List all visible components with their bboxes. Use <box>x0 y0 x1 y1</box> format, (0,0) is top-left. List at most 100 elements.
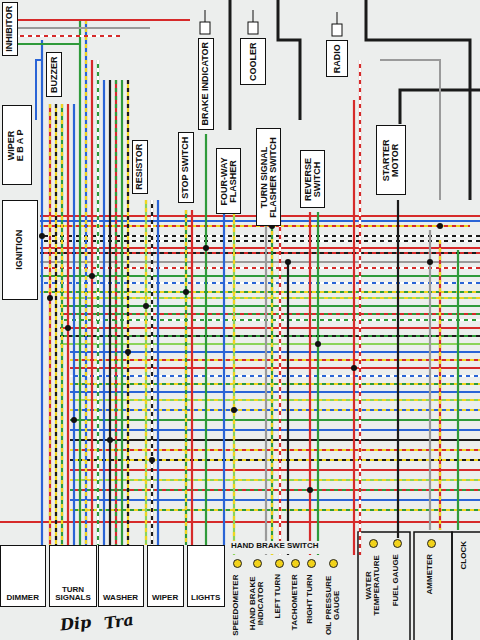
wire <box>317 212 319 555</box>
wire <box>265 215 267 555</box>
wire-stripe <box>55 104 57 545</box>
wire <box>16 35 120 37</box>
plug-symbol <box>332 24 342 36</box>
handwritten-note: Tra <box>103 610 135 633</box>
gauge-label: AMMETER <box>424 538 439 600</box>
component-label: RESISTOR <box>135 144 144 190</box>
wire <box>70 489 480 491</box>
wire-stripe <box>70 375 480 377</box>
wire <box>127 80 129 545</box>
wire <box>70 409 480 411</box>
wire <box>309 212 311 555</box>
lamp-symbol <box>369 539 378 548</box>
wire <box>103 80 105 545</box>
wire-stripe <box>115 80 117 545</box>
label-block: STARTER MOTOR <box>382 130 401 190</box>
junction-dot <box>107 437 113 443</box>
wire <box>70 429 480 431</box>
component-label: RADIO <box>332 44 341 73</box>
lamp-symbol <box>275 559 284 568</box>
wire <box>115 80 117 545</box>
wire-stripe <box>40 252 480 254</box>
component-label: BRAKE INDICATOR <box>201 42 210 126</box>
gauge-label: HAND BRAKE INDICATOR <box>246 558 269 637</box>
component-label: HAND BRAKE SWITCH <box>231 542 319 550</box>
component-label: WIPER <box>152 594 178 602</box>
gauge-housings <box>358 532 480 640</box>
wire <box>40 261 480 263</box>
component-label: TURN SIGNAL FLASHER SWITCH <box>259 132 278 222</box>
wire <box>70 367 480 369</box>
label-block: BUZZER <box>49 56 58 93</box>
component-label: INHIBITOR <box>5 6 14 52</box>
lamp-symbol <box>427 539 436 548</box>
wire <box>233 212 235 555</box>
component-label: LEFT TURN <box>274 574 282 618</box>
component-box: CLOCK <box>458 538 473 575</box>
label-block: CLOCK <box>460 541 468 569</box>
wire <box>151 200 153 545</box>
component-label: RIGHT TURN <box>306 574 314 623</box>
label-block: WATER TEMPERATURE <box>364 554 381 616</box>
wire <box>70 359 480 361</box>
wire <box>366 0 470 200</box>
wire <box>16 27 150 29</box>
wire-stripe <box>359 60 361 555</box>
wire-stripe <box>70 409 480 411</box>
wire <box>70 499 480 501</box>
junction-dot <box>351 365 357 371</box>
wire <box>271 215 273 555</box>
component-box: TURN SIGNALS <box>49 545 97 607</box>
component-label: DIMMER <box>7 594 39 602</box>
lamp-symbol <box>329 559 338 568</box>
lamp-symbol <box>253 559 262 568</box>
component-box: WIPER <box>147 545 184 607</box>
wire <box>185 210 187 545</box>
label-block: OIL PRESSURE GAUGE <box>324 574 341 636</box>
wire <box>145 200 147 545</box>
junction-dot <box>143 303 149 309</box>
wire-stripe <box>70 479 480 481</box>
component-box: RESISTOR <box>132 140 148 194</box>
component-label: IGNITION <box>15 230 24 270</box>
component-label: CLOCK <box>460 541 468 569</box>
wire <box>457 250 459 530</box>
wire <box>61 104 63 545</box>
component-label: LIGHTS <box>191 594 220 602</box>
junction-dot <box>149 457 155 463</box>
wire-harness <box>0 0 480 555</box>
component-label: AMMETER <box>426 554 434 594</box>
junction-dot <box>183 289 189 295</box>
wire-stripe <box>233 212 235 555</box>
lamp-symbol <box>291 559 300 568</box>
label-block: REVERSE SWITCH <box>303 154 322 204</box>
component-box: BUZZER <box>46 52 62 97</box>
plug-pin <box>205 10 206 22</box>
component-label: WASHER <box>103 594 138 602</box>
component-box: LIGHTS <box>187 545 225 607</box>
gauge-label: RIGHT TURN <box>304 558 319 629</box>
component-label: E B A P <box>17 129 26 161</box>
wire <box>279 215 281 555</box>
wire <box>49 104 51 545</box>
junction-dot <box>71 417 77 423</box>
wire <box>157 200 159 545</box>
junction-dot <box>89 273 95 279</box>
component-box: REVERSE SWITCH <box>300 150 325 208</box>
label-block: SPEEDOMETER <box>232 574 240 635</box>
label-block: RIGHT TURN <box>306 574 314 623</box>
component-label: STARTER MOTOR <box>382 130 401 190</box>
wire-stripe <box>97 60 99 545</box>
component-label: TACHOMETER <box>290 574 298 630</box>
component-label: FUEL GAUGE <box>392 554 400 606</box>
wire <box>70 509 480 511</box>
wire-stripe <box>271 215 273 555</box>
wire-stripe <box>40 282 480 284</box>
label-block: WIPER <box>152 594 178 602</box>
component-box: FOUR-WAY FLASHER <box>216 148 241 214</box>
wire-stripe <box>151 200 153 545</box>
wire <box>278 0 300 120</box>
label-block: TACHOMETER <box>290 574 298 630</box>
component-box: COOLER <box>240 38 266 85</box>
wire-stripe <box>40 240 480 242</box>
